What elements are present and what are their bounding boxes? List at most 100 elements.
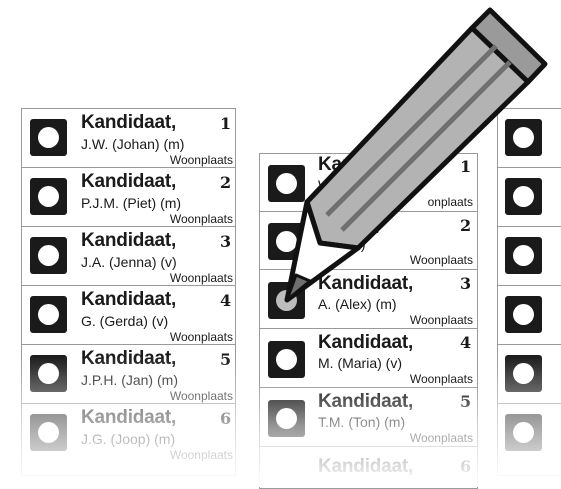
vote-box[interactable] <box>505 296 542 333</box>
candidate-name: M. (Maria) (v) <box>318 355 402 371</box>
candidate-place: Woonplaats <box>410 372 473 386</box>
vote-box[interactable] <box>505 237 542 274</box>
candidate-row[interactable] <box>498 168 561 227</box>
vote-circle <box>513 422 534 443</box>
vote-box[interactable] <box>268 341 305 378</box>
candidate-title: Kandidaat, <box>318 332 413 354</box>
vote-circle <box>38 363 59 384</box>
candidate-row[interactable]: Kandidaat, 5 J.P.H. (Jan) (m) Woonplaats <box>22 345 235 404</box>
candidate-name: ) (m) <box>336 236 366 252</box>
vote-box[interactable] <box>30 178 67 215</box>
candidate-row[interactable] <box>498 286 561 345</box>
candidate-title: aat, <box>348 214 380 236</box>
candidate-row[interactable] <box>498 109 561 168</box>
candidate-place: onplaats <box>428 195 473 209</box>
vote-box[interactable] <box>505 119 542 156</box>
vote-circle <box>276 408 297 429</box>
candidate-place: Woonplaats <box>410 313 473 327</box>
vote-circle <box>513 127 534 148</box>
candidate-number: 4 <box>220 291 231 310</box>
ballot-column-1: Kandidaat, 1 J.W. (Johan) (m) Woonplaats… <box>21 108 236 476</box>
ballot-column-2: Kand 1 W. onplaats aat, 2 ) (m) Woonplaa… <box>259 153 478 489</box>
pencil-eraser-cap <box>472 10 545 82</box>
candidate-title: Kandidaat, <box>81 171 176 193</box>
candidate-title: Kandidaat, <box>318 456 413 478</box>
vote-circle <box>38 186 59 207</box>
candidate-name: G. (Gerda) (v) <box>81 313 168 329</box>
vote-box[interactable] <box>30 355 67 392</box>
candidate-title: Kandidaat, <box>81 112 176 134</box>
candidate-number: 1 <box>460 157 471 176</box>
candidate-name: J.G. (Joop) (m) <box>81 431 175 447</box>
candidate-number: 6 <box>220 409 231 428</box>
vote-circle <box>276 173 297 194</box>
candidate-name: W. <box>318 177 334 193</box>
vote-circle <box>276 290 297 311</box>
candidate-name: T.M. (Ton) (m) <box>318 414 405 430</box>
vote-box[interactable] <box>30 414 67 451</box>
candidate-place: Woonplaats <box>170 330 233 344</box>
vote-circle <box>513 304 534 325</box>
candidate-place: Woonplaats <box>170 212 233 226</box>
candidate-row[interactable] <box>498 404 561 463</box>
vote-circle <box>513 363 534 384</box>
candidate-place: Woonplaats <box>410 431 473 445</box>
candidate-place: Woonplaats <box>170 389 233 403</box>
candidate-title: Kandidaat, <box>318 391 413 413</box>
candidate-title: Kand <box>318 154 365 176</box>
candidate-place: Woonplaats <box>170 271 233 285</box>
candidate-title: Kandidaat, <box>318 273 413 295</box>
candidate-title: Kandidaat, <box>81 407 176 429</box>
candidate-title: Kandidaat, <box>81 230 176 252</box>
candidate-number: 3 <box>460 274 471 293</box>
vote-box[interactable] <box>30 119 67 156</box>
candidate-number: 2 <box>220 173 231 192</box>
vote-box[interactable] <box>505 178 542 215</box>
ballot-column-3 <box>497 108 561 476</box>
candidate-name: P.J.M. (Piet) (m) <box>81 195 181 211</box>
candidate-name: A. (Alex) (m) <box>318 296 397 312</box>
candidate-row[interactable]: Kandidaat, 6 J.G. (Joop) (m) Woonplaats <box>22 404 235 463</box>
vote-circle <box>38 127 59 148</box>
candidate-number: 5 <box>220 350 231 369</box>
vote-circle <box>513 245 534 266</box>
vote-box[interactable] <box>505 355 542 392</box>
candidate-title: Kandidaat, <box>81 289 176 311</box>
candidate-row[interactable]: Kandidaat, 2 P.J.M. (Piet) (m) Woonplaat… <box>22 168 235 227</box>
candidate-number: 4 <box>460 333 471 352</box>
vote-box[interactable] <box>268 223 305 260</box>
vote-circle <box>38 245 59 266</box>
candidate-number: 5 <box>460 392 471 411</box>
candidate-place: Woonplaats <box>410 253 473 267</box>
candidate-row[interactable]: Kandidaat, 1 J.W. (Johan) (m) Woonplaats <box>22 109 235 168</box>
candidate-row[interactable]: Kandidaat, 3 J.A. (Jenna) (v) Woonplaats <box>22 227 235 286</box>
vote-box[interactable] <box>505 414 542 451</box>
vote-box[interactable] <box>268 400 305 437</box>
vote-circle <box>276 349 297 370</box>
candidate-name: J.A. (Jenna) (v) <box>81 254 177 270</box>
vote-box[interactable] <box>268 282 305 319</box>
candidate-number: 2 <box>460 216 471 235</box>
candidate-row[interactable]: aat, 2 ) (m) Woonplaats <box>260 212 477 270</box>
vote-box[interactable] <box>30 237 67 274</box>
candidate-place: Woonplaats <box>170 448 233 462</box>
vote-circle <box>38 304 59 325</box>
candidate-row[interactable]: Kandidaat, 3 A. (Alex) (m) Woonplaats <box>260 270 477 329</box>
vote-circle <box>513 186 534 207</box>
candidate-row[interactable]: Kandidaat, 4 M. (Maria) (v) Woonplaats <box>260 329 477 388</box>
candidate-number: 3 <box>220 232 231 251</box>
candidate-place: Woonplaats <box>170 153 233 167</box>
candidate-name: J.W. (Johan) (m) <box>81 136 184 152</box>
candidate-row[interactable]: Kandidaat, 6 <box>260 447 477 488</box>
candidate-row[interactable]: Kandidaat, 4 G. (Gerda) (v) Woonplaats <box>22 286 235 345</box>
candidate-row[interactable]: Kandidaat, 5 T.M. (Ton) (m) Woonplaats <box>260 388 477 447</box>
candidate-row[interactable]: Kand 1 W. onplaats <box>260 154 477 212</box>
candidate-row[interactable] <box>498 227 561 286</box>
vote-circle <box>276 231 297 252</box>
candidate-row[interactable] <box>498 345 561 404</box>
vote-box[interactable] <box>30 296 67 333</box>
candidate-number: 6 <box>460 457 471 476</box>
candidate-number: 1 <box>220 114 231 133</box>
vote-box[interactable] <box>268 165 305 202</box>
candidate-title: Kandidaat, <box>81 348 176 370</box>
